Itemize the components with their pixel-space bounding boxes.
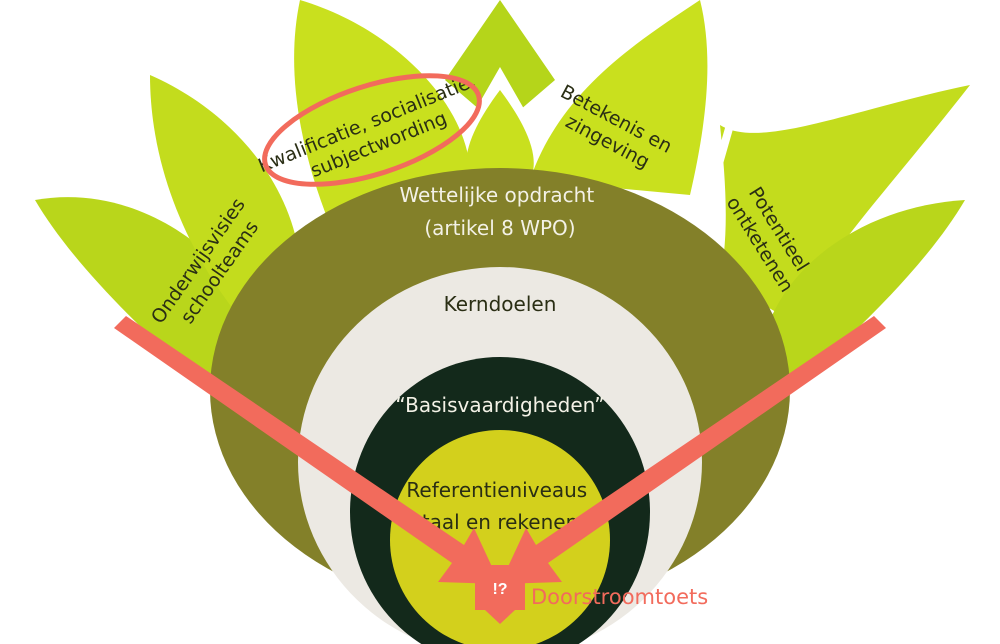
ring-label-wettelijke-opdracht-line2: (artikel 8 WPO) [424, 216, 575, 240]
leaf-center [445, 0, 555, 110]
ring-label-referentieniveaus-line1: Referentieniveaus [406, 478, 587, 502]
ring-label-basisvaardigheden: “Basisvaardigheden” [395, 393, 604, 417]
badge-symbol: !? [492, 581, 507, 598]
ring-referentieniveaus [390, 430, 610, 644]
leaf-center-left [294, 0, 470, 225]
arrow-right [500, 316, 886, 584]
ring-label-kerndoelen: Kerndoelen [444, 292, 557, 316]
arrows-group [114, 316, 886, 584]
ring-label-referentieniveaus: Referentieniveaus taal en rekenen [406, 478, 593, 534]
arrow-left [114, 316, 500, 584]
doorstroomtoets-label: Doorstroomtoets [531, 585, 708, 609]
ring-label-referentieniveaus-line2: taal en rekenen [422, 510, 579, 534]
badge-box [475, 565, 525, 610]
kwalificatie-highlight-ring [262, 73, 482, 187]
leaf-right [720, 85, 970, 320]
doorstroomtoets-badge: !? [475, 565, 525, 624]
leaf-dividers [476, 66, 734, 199]
rings-group [210, 168, 790, 644]
ring-label-wettelijke-opdracht-line1: Wettelijke opdracht [399, 183, 594, 207]
leaf-far-right [770, 200, 965, 390]
leaf-center-right [530, 0, 708, 195]
ring-label-wettelijke-opdracht: Wettelijke opdracht (artikel 8 WPO) [399, 183, 600, 240]
badge-pointer [485, 610, 515, 624]
leaf-center-low [466, 90, 534, 180]
